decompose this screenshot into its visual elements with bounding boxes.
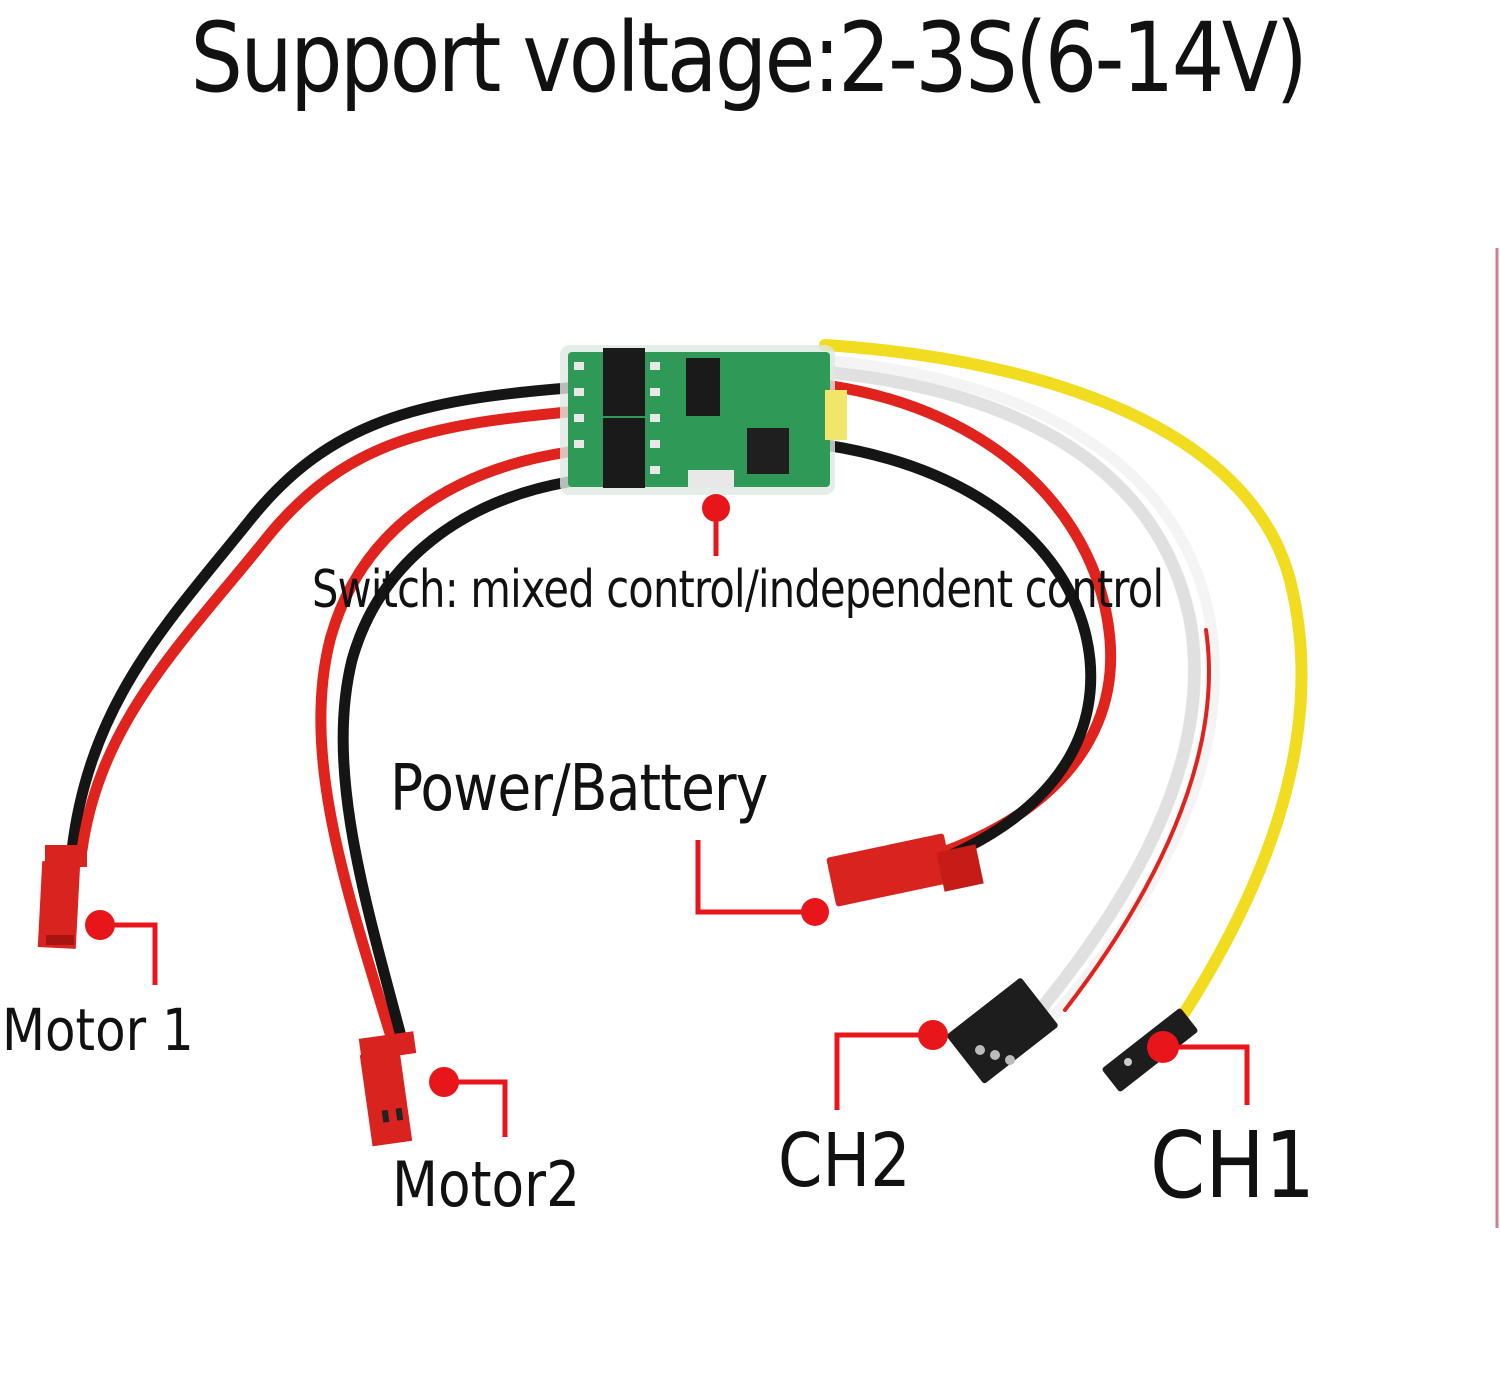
power-connector: [826, 833, 984, 907]
esc-board: [560, 345, 847, 495]
mosfet-chip: [603, 418, 645, 488]
callout-ch1: [1147, 1031, 1250, 1105]
label-ch1: CH1: [1150, 1112, 1316, 1219]
regulator-chip: [747, 428, 789, 474]
motor1-wires: [66, 382, 574, 856]
controller-chip: [686, 358, 720, 416]
motor2-wires: [315, 446, 574, 1046]
motor1-connector: [37, 845, 87, 949]
ch2-wires: [818, 354, 1220, 1021]
mosfet-chip: [603, 348, 645, 416]
mode-switch: [688, 470, 734, 488]
label-power-battery: Power/Battery: [390, 752, 768, 826]
label-motor1: Motor 1: [2, 996, 194, 1064]
label-switch: Switch: mixed control/independent contro…: [312, 560, 1164, 620]
inductor: [825, 390, 847, 440]
callout-power: [695, 840, 829, 926]
ch2-servo-connector: [947, 978, 1058, 1084]
callout-motor2: [429, 1067, 508, 1137]
ch1-wire: [819, 339, 1308, 1041]
label-ch2: CH2: [778, 1118, 911, 1204]
motor2-connector: [358, 1031, 417, 1147]
callout-motor1: [85, 910, 158, 985]
page-title: Support voltage:2-3S(6-14V): [190, 2, 1308, 114]
callout-ch2: [834, 1020, 948, 1110]
power-wires: [819, 379, 1117, 886]
label-motor2: Motor2: [392, 1148, 581, 1221]
callout-switch: [702, 494, 730, 556]
